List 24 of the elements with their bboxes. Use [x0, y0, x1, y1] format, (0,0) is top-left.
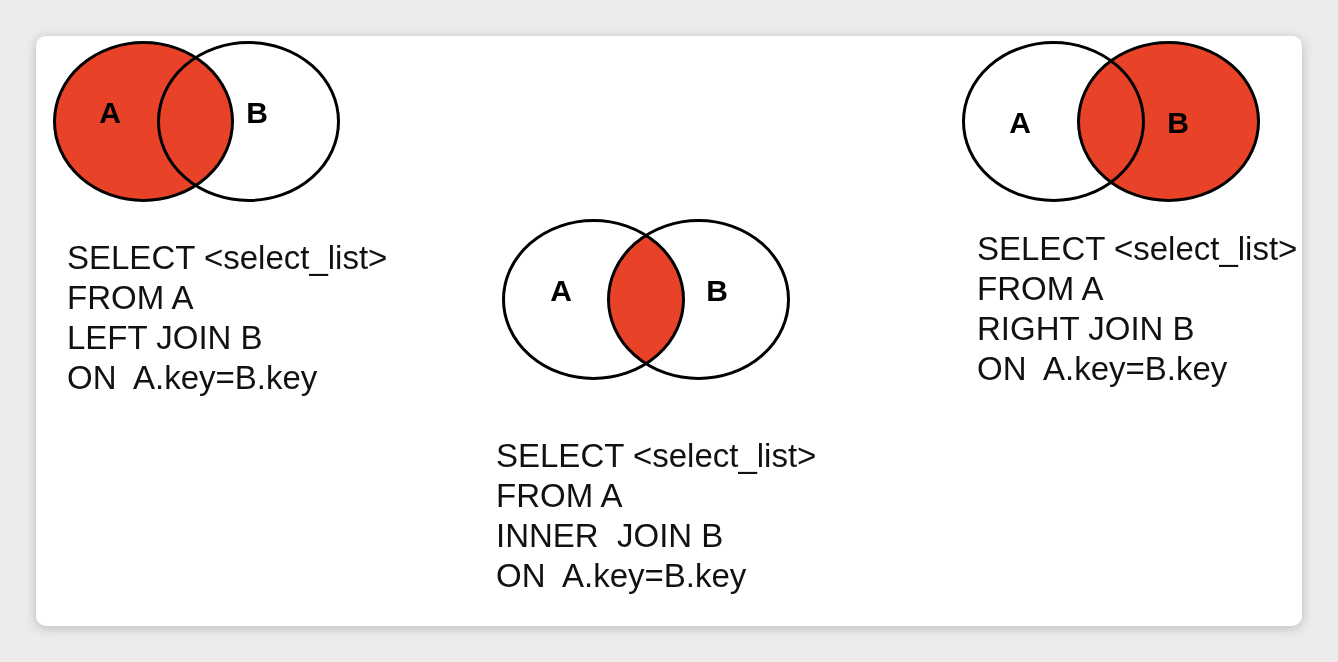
set-label: A	[1009, 108, 1031, 138]
sql-query-line: LEFT JOIN B	[67, 318, 263, 358]
set-label: B	[706, 276, 728, 306]
sql-query-line: SELECT <select_list>	[67, 238, 388, 278]
sql-query-line: ON A.key=B.key	[67, 358, 318, 398]
venn-circle	[156, 40, 340, 202]
sql-query-line: ON A.key=B.key	[496, 556, 747, 596]
sql-query-line: FROM A	[496, 476, 623, 516]
venn-circle	[52, 40, 234, 202]
sql-query-line: SELECT <select_list>	[496, 436, 817, 476]
sql-query-line: RIGHT JOIN B	[977, 309, 1195, 349]
sql-query-line: INNER JOIN B	[496, 516, 724, 556]
venn-circle	[1076, 40, 1260, 202]
set-label: B	[1167, 108, 1189, 138]
set-label: B	[246, 98, 268, 128]
sql-query-line: SELECT <select_list>	[977, 229, 1298, 269]
sql-query-line: ON A.key=B.key	[977, 349, 1228, 389]
venn-circle	[961, 40, 1145, 202]
venn-circle	[501, 218, 685, 380]
sql-query-line: FROM A	[67, 278, 194, 318]
set-label: A	[99, 98, 121, 128]
venn-circle	[606, 218, 790, 380]
sql-query-line: FROM A	[977, 269, 1104, 309]
set-label: A	[550, 276, 572, 306]
